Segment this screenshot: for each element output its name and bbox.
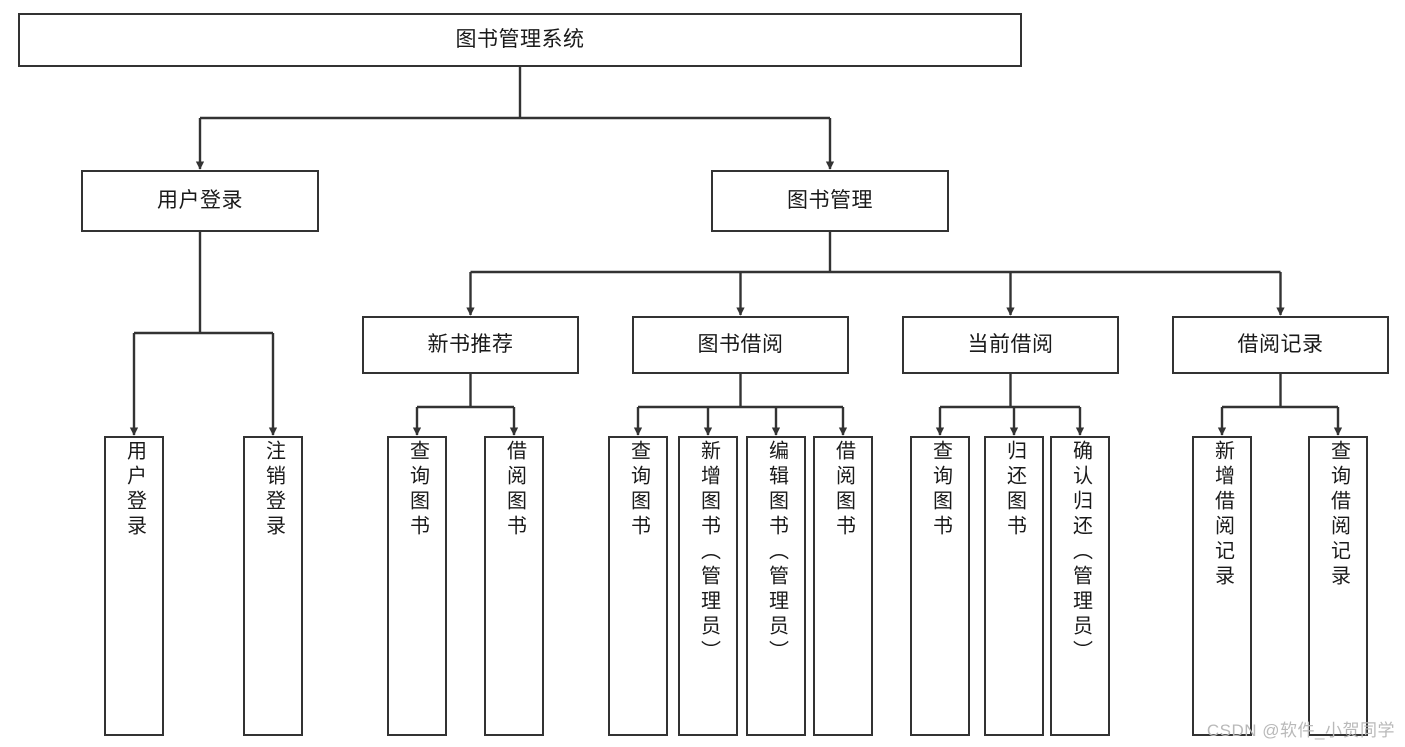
node-root[interactable]: 图书管理系统 bbox=[18, 13, 1022, 67]
node-label: 借阅图书 bbox=[503, 440, 526, 540]
node-label: 当前借阅 bbox=[967, 333, 1054, 357]
node-label: 用户登录 bbox=[123, 440, 146, 540]
node-borrow[interactable]: 图书借阅 bbox=[632, 316, 849, 374]
node-leaf-query-1[interactable]: 查询图书 bbox=[387, 436, 447, 736]
watermark-text: CSDN @软件_小贺同学 bbox=[1206, 721, 1395, 740]
node-leaf-confirm[interactable]: 确认归还（管理员） bbox=[1050, 436, 1110, 736]
node-leaf-login[interactable]: 用户登录 bbox=[104, 436, 164, 736]
node-label: 用户登录 bbox=[157, 189, 243, 213]
node-label: 图书管理 bbox=[787, 189, 873, 213]
node-label: 图书借阅 bbox=[697, 333, 784, 357]
node-label: 归还图书 bbox=[1003, 440, 1026, 540]
node-label: 查询图书 bbox=[406, 440, 429, 540]
node-leaf-query-2[interactable]: 查询图书 bbox=[608, 436, 668, 736]
node-leaf-add-book[interactable]: 新增图书（管理员） bbox=[678, 436, 738, 736]
node-leaf-edit-book[interactable]: 编辑图书（管理员） bbox=[746, 436, 806, 736]
node-label: 查询借阅记录 bbox=[1327, 440, 1350, 590]
node-label: 新增图书（管理员） bbox=[697, 440, 720, 665]
edge-group bbox=[129, 67, 1343, 436]
node-newbook[interactable]: 新书推荐 bbox=[362, 316, 579, 374]
node-leaf-logout[interactable]: 注销登录 bbox=[243, 436, 303, 736]
node-bookmgmt[interactable]: 图书管理 bbox=[711, 170, 949, 232]
node-label: 查询图书 bbox=[627, 440, 650, 540]
node-leaf-add-record[interactable]: 新增借阅记录 bbox=[1192, 436, 1252, 736]
node-leaf-query-3[interactable]: 查询图书 bbox=[910, 436, 970, 736]
node-leaf-query-record[interactable]: 查询借阅记录 bbox=[1308, 436, 1368, 736]
node-label: 注销登录 bbox=[262, 440, 285, 540]
node-current[interactable]: 当前借阅 bbox=[902, 316, 1119, 374]
node-label: 借阅图书 bbox=[832, 440, 855, 540]
node-label: 新增借阅记录 bbox=[1211, 440, 1234, 590]
node-label: 借阅记录 bbox=[1237, 333, 1324, 357]
node-label: 查询图书 bbox=[929, 440, 952, 540]
node-label: 图书管理系统 bbox=[455, 28, 585, 52]
node-leaf-return[interactable]: 归还图书 bbox=[984, 436, 1044, 736]
node-records[interactable]: 借阅记录 bbox=[1172, 316, 1389, 374]
node-label: 新书推荐 bbox=[427, 333, 514, 357]
node-leaf-borrow-1[interactable]: 借阅图书 bbox=[484, 436, 544, 736]
node-label: 确认归还（管理员） bbox=[1069, 440, 1092, 665]
node-login[interactable]: 用户登录 bbox=[81, 170, 319, 232]
node-label: 编辑图书（管理员） bbox=[765, 440, 788, 665]
node-leaf-borrow-2[interactable]: 借阅图书 bbox=[813, 436, 873, 736]
